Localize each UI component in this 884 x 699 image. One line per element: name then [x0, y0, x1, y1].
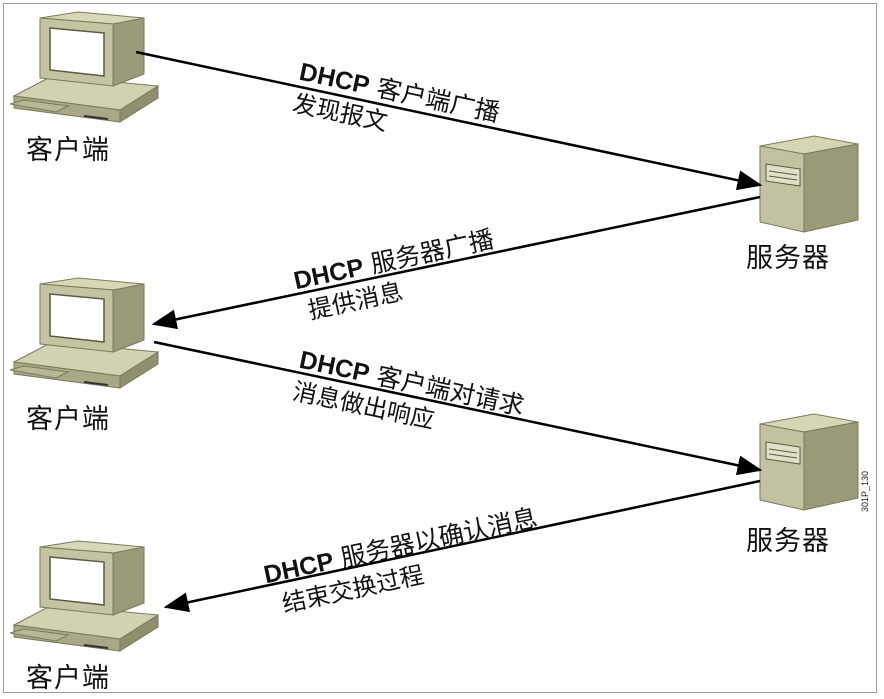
server-icon	[759, 135, 859, 233]
server-icon	[759, 413, 859, 511]
figure-id: 301P_130	[860, 470, 870, 512]
client-label: 客户端	[26, 135, 110, 166]
diagram-frame: 客户端 客户端 客户端 服务器 服务器 DHCP 客户端广播 发现报文 DHCP…	[3, 3, 877, 693]
arrow-discover	[135, 50, 763, 191]
server-label: 服务器	[746, 243, 830, 274]
server-label: 服务器	[746, 526, 830, 557]
client-label: 客户端	[26, 663, 110, 693]
diagram-canvas	[9, 11, 859, 652]
client-label: 客户端	[26, 404, 110, 435]
client-computer-icon	[9, 277, 159, 389]
client-computer-icon	[9, 11, 159, 123]
arrow-request	[153, 340, 763, 476]
arrow-ack	[163, 479, 761, 613]
client-computer-icon	[9, 540, 159, 652]
arrow-offer	[151, 195, 761, 330]
